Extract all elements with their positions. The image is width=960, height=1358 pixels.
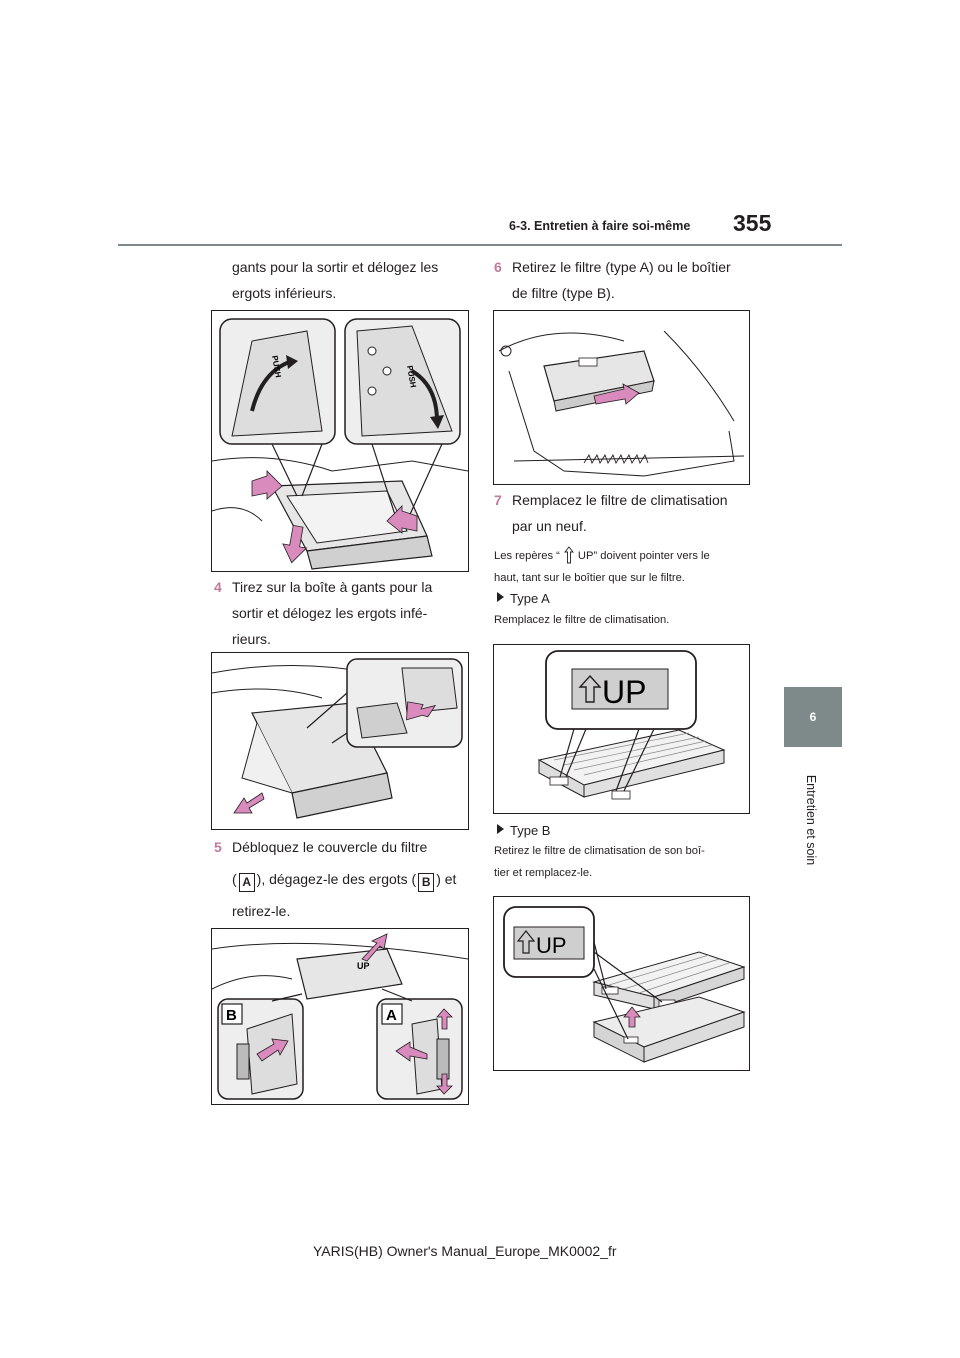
intro-line: ergots inférieurs. bbox=[232, 285, 337, 301]
type-b-description: Retirez le filtre de climatisation de so… bbox=[494, 840, 705, 884]
chapter-side-label: Entretien et soin bbox=[801, 760, 821, 880]
note-text: UP” doivent pointer vers le bbox=[577, 550, 710, 562]
note-line: tier et remplacez-le. bbox=[494, 867, 593, 879]
figure-type-b-filter: UP bbox=[493, 896, 750, 1071]
bullet-triangle-icon bbox=[497, 824, 504, 834]
step-5-text: ( bbox=[232, 871, 237, 887]
chapter-label-text: Entretien et soin bbox=[804, 774, 818, 866]
type-a-label: Type A bbox=[510, 591, 550, 606]
note-line: haut, tant sur le boîtier que sur le fil… bbox=[494, 572, 685, 584]
step-6-number: 6 bbox=[494, 259, 502, 275]
note-line: Les repères “ UP” doivent pointer vers le bbox=[494, 545, 710, 567]
label-a-box: A bbox=[238, 873, 255, 892]
type-b-label: Type B bbox=[510, 823, 551, 838]
step-7-number: 7 bbox=[494, 492, 502, 508]
step-4: 4 Tirez sur la boîte à gants pour la sor… bbox=[214, 574, 433, 652]
label-a: A bbox=[386, 1007, 397, 1024]
step-6: 6 Retirez le filtre (type A) ou le boîti… bbox=[494, 254, 731, 306]
step-4-line: sortir et délogez les ergots infé- bbox=[232, 605, 428, 621]
note-text: Les repères “ bbox=[494, 550, 560, 562]
step-7-line: Remplacez le filtre de climatisation bbox=[512, 492, 728, 508]
step-4-line: rieurs. bbox=[232, 631, 271, 647]
step-4-line: Tirez sur la boîte à gants pour la bbox=[232, 579, 433, 595]
step-7-line: par un neuf. bbox=[512, 518, 587, 534]
type-a-description: Remplacez le filtre de climatisation. bbox=[494, 614, 670, 626]
figure-filter-cover: UP B A bbox=[211, 928, 469, 1105]
note-line: Retirez le filtre de climatisation de so… bbox=[494, 845, 705, 857]
push-label-right: PUSH bbox=[405, 365, 418, 389]
step-5: 5 Débloquez le couvercle du filtre (A), … bbox=[214, 834, 472, 924]
type-a-heading: Type A bbox=[497, 591, 550, 606]
header-divider bbox=[118, 244, 842, 246]
step-7: 7 Remplacez le filtre de climatisation p… bbox=[494, 487, 728, 539]
section-title: 6-3. Entretien à faire soi-même bbox=[509, 219, 691, 233]
chapter-number: 6 bbox=[809, 710, 817, 724]
chapter-tab[interactable]: 6 bbox=[784, 687, 842, 747]
intro-line: gants pour la sortir et délogez les bbox=[232, 259, 439, 275]
step-5-line: retirez-le. bbox=[232, 903, 291, 919]
bullet-triangle-icon bbox=[497, 592, 504, 602]
label-b: B bbox=[226, 1007, 237, 1024]
step-5-text: ), dégagez-le des ergots ( bbox=[256, 871, 417, 887]
step-5-text: ) et bbox=[436, 871, 457, 887]
type-a-up-label: UP bbox=[602, 674, 646, 710]
figure-glovebox-pull bbox=[211, 652, 469, 830]
type-b-up-label: UP bbox=[536, 933, 567, 958]
step-5-number: 5 bbox=[214, 839, 222, 855]
cover-up-mark: UP bbox=[357, 961, 370, 971]
figure-filter-remove bbox=[493, 310, 750, 485]
footer-manual-id: YARIS(HB) Owner's Manual_Europe_MK0002_f… bbox=[313, 1243, 617, 1259]
step-6-line: de filtre (type B). bbox=[512, 285, 615, 301]
label-b-box: B bbox=[418, 873, 435, 892]
figure-type-a-filter: UP bbox=[493, 644, 750, 814]
up-arrow-icon bbox=[563, 546, 574, 564]
figure-glovebox-push: PUSH PUSH bbox=[211, 310, 469, 572]
step-4-number: 4 bbox=[214, 579, 222, 595]
type-b-heading: Type B bbox=[497, 823, 550, 838]
intro-text: gants pour la sortir et délogez les ergo… bbox=[232, 254, 438, 306]
step-5-line: Débloquez le couvercle du filtre bbox=[232, 839, 428, 855]
page-number: 355 bbox=[733, 210, 772, 236]
up-marks-note: Les repères “ UP” doivent pointer vers le… bbox=[494, 545, 710, 589]
step-6-line: Retirez le filtre (type A) ou le boîtier bbox=[512, 259, 731, 275]
push-label-left: PUSH bbox=[270, 355, 283, 379]
step-5-line-2: (A), dégagez-le des ergots (B) et bbox=[232, 866, 472, 892]
